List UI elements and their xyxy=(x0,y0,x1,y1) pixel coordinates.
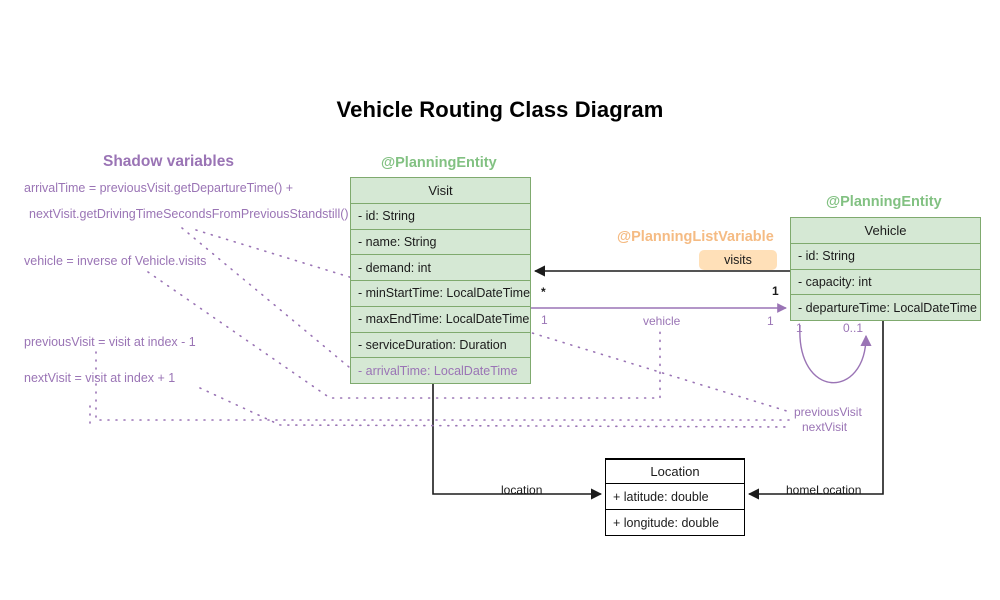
page-title: Vehicle Routing Class Diagram xyxy=(336,97,664,122)
attribute-visit-demand: - demand: int xyxy=(351,254,530,280)
multiplicity-self-loop-target: 0..1 xyxy=(843,321,864,335)
shadow-note-arrival-time-2: nextVisit.getDrivingTimeSecondsFromPrevi… xyxy=(29,207,349,221)
attribute-visit-name: - name: String xyxy=(351,228,530,255)
class-title-location: Location xyxy=(606,459,744,483)
shadow-note-next-visit: nextVisit = visit at index + 1 xyxy=(24,371,176,385)
attribute-visit-min-start-time: - minStartTime: LocalDateTime xyxy=(351,280,530,306)
attribute-visit-arrival-time: - arrivalTime: LocalDateTime xyxy=(351,357,530,383)
edge-location xyxy=(432,384,603,500)
attribute-location-longitude: + longitude: double xyxy=(606,509,744,535)
multiplicity-visits-source: * xyxy=(541,285,546,299)
shadow-variables-heading: Shadow variables xyxy=(103,153,234,170)
shadow-note-vehicle: vehicle = inverse of Vehicle.visits xyxy=(24,254,207,268)
stereotype-planning-list-variable: @PlanningListVariable xyxy=(617,229,774,245)
multiplicity-visits-target: 1 xyxy=(772,284,779,298)
edge-label-vehicle: vehicle xyxy=(643,314,681,328)
edge-label-next-visit: nextVisit xyxy=(802,420,848,434)
attribute-vehicle-departure-time: - departureTime: LocalDateTime xyxy=(791,294,980,320)
class-box-visit[interactable]: Visit - id: String - name: String - dema… xyxy=(350,177,531,384)
multiplicity-vehicle-source: 1 xyxy=(541,313,548,327)
attribute-location-latitude: + latitude: double xyxy=(606,482,744,510)
attribute-visit-max-end-time: - maxEndTime: LocalDateTime xyxy=(351,305,530,332)
attribute-vehicle-id: - id: String xyxy=(791,242,980,269)
stereotype-planning-entity-vehicle: @PlanningEntity xyxy=(826,194,942,210)
edge-label-home-location: homeLocation xyxy=(786,483,862,497)
attribute-visit-service-duration: - serviceDuration: Duration xyxy=(351,331,530,358)
edge-label-location: location xyxy=(501,483,543,497)
shadow-note-arrival-time-1: arrivalTime = previousVisit.getDeparture… xyxy=(24,181,294,195)
class-title-visit: Visit xyxy=(428,182,453,198)
class-title-vehicle: Vehicle xyxy=(864,222,907,238)
edge-label-previous-visit: previousVisit xyxy=(794,405,862,419)
attribute-visit-id: - id: String xyxy=(351,202,530,229)
multiplicity-vehicle-target: 1 xyxy=(767,314,774,328)
class-box-vehicle[interactable]: Vehicle - id: String - capacity: int - d… xyxy=(790,217,981,321)
stereotype-planning-entity-visit: @PlanningEntity xyxy=(381,155,497,171)
class-box-location[interactable]: Location + latitude: double + longitude:… xyxy=(605,458,745,536)
attribute-vehicle-capacity: - capacity: int xyxy=(791,268,980,295)
shadow-note-previous-visit: previousVisit = visit at index - 1 xyxy=(24,335,196,349)
multiplicity-self-loop-source: 1 xyxy=(796,321,803,335)
chip-visits: visits xyxy=(699,250,777,270)
